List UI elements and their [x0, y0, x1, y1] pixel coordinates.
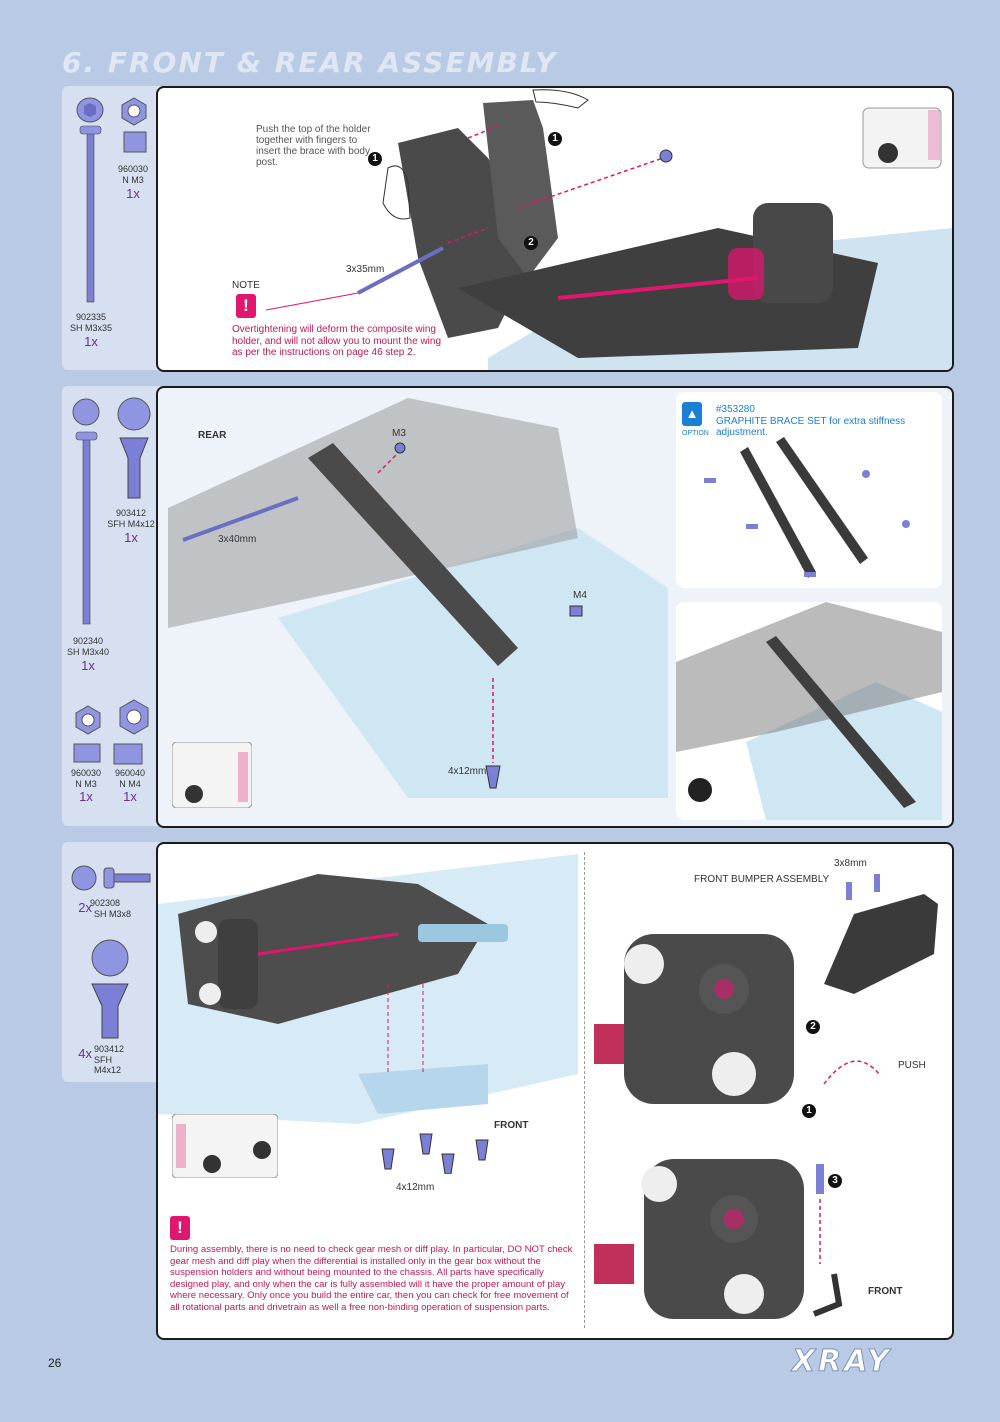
step-panel-3: FRONT 4x12mm ! During assembly, there is… — [156, 842, 954, 1340]
bumper-illustration — [594, 874, 938, 1319]
parts-illustration-2 — [72, 397, 151, 735]
part-qty: 1x — [124, 530, 138, 545]
thumbs-up-icon: ▲ — [682, 402, 702, 426]
part-code: 960030 — [70, 768, 102, 778]
part-name: SH M3x35 — [69, 323, 113, 333]
front-label: FRONT — [868, 1286, 903, 1297]
note-label: NOTE — [232, 280, 260, 291]
warning-text: During assembly, there is no need to che… — [170, 1244, 573, 1313]
bumper-label: FRONT BUMPER ASSEMBLY — [694, 874, 830, 885]
front-assembly-illustration — [158, 854, 578, 1174]
page-number: 26 — [48, 1356, 62, 1370]
wing-holder-illustration — [265, 89, 952, 370]
parts-illustration-1 — [76, 97, 147, 303]
step-panel-2: REAR M3 3x40mm M4 4x12mm ▲ OPTION #35328… — [156, 386, 954, 828]
step-number-3: 3 — [828, 1174, 842, 1188]
part-code: 902335 — [75, 312, 107, 322]
step-number-2: 2 — [524, 236, 538, 250]
part-qty: 1x — [79, 789, 93, 804]
push-label: PUSH — [898, 1060, 926, 1071]
part-code: 902340 — [72, 636, 104, 646]
part-code: 960030 — [117, 164, 149, 174]
parts-illustration-3 — [71, 865, 151, 1039]
screw-size-label: 4x12mm — [448, 766, 487, 777]
part-name: N M4 — [119, 779, 141, 789]
part-name: N M3 — [75, 779, 97, 789]
step-number-1: 1 — [802, 1104, 816, 1118]
step-panel-1: Push the top of the holder together with… — [156, 86, 954, 372]
warning-icon: ! — [170, 1216, 190, 1240]
instruction-text: Push the top of the holder together with… — [256, 124, 371, 168]
bumper-screw-label: 3x8mm — [834, 858, 867, 869]
part-qty: 1x — [126, 186, 140, 201]
part-code: 903412 — [115, 508, 147, 518]
note-text: Overtightening will deform the composite… — [232, 324, 442, 358]
part-qty: 2x — [78, 900, 92, 915]
option-text: GRAPHITE BRACE SET for extra stiffness a… — [716, 416, 906, 438]
part-qty: 1x — [84, 334, 98, 349]
part-code: 902308 — [90, 898, 121, 908]
nut-label-m4: M4 — [573, 590, 587, 601]
front-label: FRONT — [494, 1120, 529, 1131]
option-label: OPTION — [682, 430, 709, 437]
screw-size-label: 3x35mm — [346, 264, 385, 275]
nut-label-m3: M3 — [392, 428, 406, 439]
rear-label: REAR — [198, 430, 227, 441]
part-qty: 1x — [123, 789, 137, 804]
car-location-icon — [172, 1114, 278, 1178]
step-number-2: 2 — [806, 1020, 820, 1034]
part-name: SH M3x8 — [94, 909, 132, 919]
part-code: 960040 — [114, 768, 146, 778]
finished-brace-illustration — [676, 602, 942, 820]
part-qty: 4x — [78, 1046, 92, 1061]
rear-brace-illustration — [168, 398, 668, 798]
option-box: ▲ OPTION #353280 GRAPHITE BRACE SET for … — [676, 392, 942, 588]
step-number-1b: 1 — [548, 132, 562, 146]
option-code: #353280 — [716, 404, 755, 415]
part-name: SFH M4x12 — [107, 519, 155, 529]
part-code: 903412 — [94, 1044, 125, 1054]
nut-side-views — [73, 743, 143, 765]
graphite-brace-illustration — [704, 437, 910, 578]
brand-logo: XRAY — [792, 1344, 892, 1380]
screw-size-label: 4x12mm — [396, 1182, 435, 1193]
page-title: 6. FRONT & REAR ASSEMBLY — [62, 46, 558, 79]
finished-view-box — [676, 602, 942, 820]
part-qty: 1x — [81, 658, 95, 673]
warning-icon: ! — [236, 294, 256, 318]
part-name: N M3 — [122, 175, 144, 185]
step-number-1a: 1 — [368, 152, 382, 166]
part-name: SH M3x40 — [66, 647, 110, 657]
car-location-icon — [172, 742, 252, 808]
part-name: SFH M4x12 — [94, 1055, 122, 1075]
divider — [584, 852, 585, 1328]
screw-size-label: 3x40mm — [218, 534, 257, 545]
